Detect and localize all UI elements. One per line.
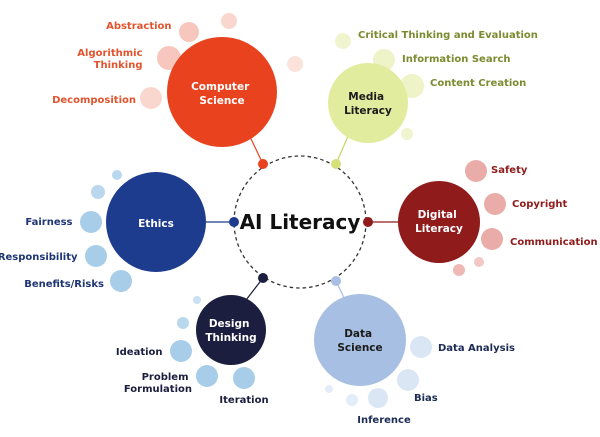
bubble-small-ds-1 [346, 394, 358, 406]
ml-title-line-2: Literacy [344, 105, 392, 117]
eth-title-line-1: Ethics [138, 218, 174, 230]
dt-title-line-1: Design [209, 318, 250, 330]
node-digital-literacy: Digital Literacy Safety Copyright Commun… [398, 160, 598, 276]
bubble-small-cs-1 [221, 13, 237, 29]
dot-data-science [331, 276, 341, 286]
bubble-small-dl-2 [474, 257, 484, 267]
eth-item-fairness: Fairness [25, 217, 72, 228]
hub-data-science [314, 294, 406, 386]
hub-ethics [106, 172, 206, 272]
dt-item-iteration: Iteration [219, 395, 268, 406]
cs-item-algorithmic-line-2: Thinking [94, 60, 143, 71]
svg-text:Inference: Inference [357, 415, 411, 426]
hub-media-literacy [328, 63, 408, 143]
bubble-small-dt-1 [177, 317, 189, 329]
bubble-data-analysis [410, 336, 432, 358]
ds-item-data-analysis: Data Analysis [438, 343, 515, 354]
svg-text:Computer Science: Computer Science [191, 81, 253, 107]
bubble-bias [397, 369, 419, 391]
dt-item-problem-line-1: Problem [142, 372, 189, 383]
node-computer-science: Computer Science Abstraction Algorithmic… [52, 13, 303, 147]
svg-text:Data Science: Data Science [337, 328, 382, 354]
bubble-fairness [80, 211, 102, 233]
bubble-decomposition [140, 87, 162, 109]
svg-text:Data Analysis Bias: Data Analysis Bias [414, 343, 518, 404]
cs-item-decomposition: Decomposition [52, 95, 136, 106]
bubble-critical-thinking [335, 33, 351, 49]
bubble-inference [368, 388, 388, 408]
bubble-small-dl-1 [453, 264, 465, 276]
dl-item-communication: Communication [510, 237, 598, 248]
bubble-responsibility [85, 245, 107, 267]
bubble-small-ds-2 [325, 385, 333, 393]
dot-design-thinking [258, 273, 268, 283]
svg-text:Digital Literacy: Digital Literacy [415, 209, 463, 235]
ds-title-line-1: Data [344, 328, 372, 340]
dot-computer-science [258, 159, 268, 169]
svg-text:Ethics: Ethics [138, 218, 174, 230]
node-media-literacy: Media Literacy Critical Thinking and Eva… [328, 30, 541, 143]
dot-digital-literacy [363, 217, 373, 227]
eth-item-benefits-risks: Benefits/Risks [24, 279, 104, 290]
ds-item-bias: Bias [414, 393, 438, 404]
eth-item-responsibility: Responsibility [0, 252, 78, 263]
node-data-science: Data Science Data Analysis Bias Inferenc… [314, 294, 518, 426]
ml-item-information-search: Information Search [402, 54, 511, 65]
cs-title-line-2: Science [199, 95, 244, 107]
dt-item-problem-line-2: Formulation [124, 384, 192, 395]
svg-text:Abstraction Algorithmic: Abstraction Algorithmic Thinking Decompo… [52, 21, 175, 106]
svg-text:Critical Thinking and Evaluati: Critical Thinking and Evaluation Informa… [358, 30, 541, 89]
bubble-small-ml-1 [401, 128, 413, 140]
dl-item-copyright: Copyright [512, 199, 568, 210]
bubble-ideation [170, 340, 192, 362]
svg-text:Ideation Problem F: Ideation Problem Formulation [116, 347, 192, 395]
bubble-small-eth-1 [112, 170, 122, 180]
bubble-small-cs-2 [287, 56, 303, 72]
svg-text:Safety Copyright C: Safety Copyright Communication [491, 165, 598, 248]
dt-item-ideation: Ideation [116, 347, 163, 358]
dot-media-literacy [331, 159, 341, 169]
hub-digital-literacy [398, 181, 480, 263]
ds-item-inference: Inference [357, 415, 411, 426]
ml-title-line-1: Media [348, 91, 384, 103]
node-design-thinking: Design Thinking Ideation Problem Formula… [116, 295, 269, 406]
ml-item-critical-thinking: Critical Thinking and Evaluation [358, 30, 538, 41]
bubble-small-dt-2 [193, 296, 201, 304]
bubble-benefits-risks [110, 270, 132, 292]
cs-item-algorithmic-line-1: Algorithmic [77, 48, 142, 59]
hub-design-thinking [196, 295, 266, 365]
bubble-problem-formulation [196, 365, 218, 387]
ds-title-line-2: Science [337, 342, 382, 354]
cs-title-line-1: Computer [191, 81, 250, 93]
center-title: AI Literacy [240, 210, 361, 234]
dl-item-safety: Safety [491, 165, 528, 176]
ml-item-content-creation: Content Creation [430, 78, 526, 89]
dl-title-line-2: Literacy [415, 223, 463, 235]
bubble-abstraction [179, 22, 199, 42]
bubble-communication [481, 228, 503, 250]
dot-ethics [229, 217, 239, 227]
dl-title-line-1: Digital [418, 209, 457, 221]
dt-title-line-2: Thinking [205, 332, 256, 344]
cs-item-abstraction: Abstraction [106, 21, 171, 32]
bubble-safety [465, 160, 487, 182]
svg-text:Iteration: Iteration [219, 395, 268, 406]
bubble-small-eth-2 [91, 185, 105, 199]
hub-computer-science [167, 37, 277, 147]
svg-text:Design Thinking: Design Thinking [205, 318, 256, 344]
node-ethics: Ethics Fairness Responsibility Benefits/… [0, 170, 206, 292]
svg-text:Fairness Responsibility: Fairness Responsibility Benefits/Risks [0, 217, 104, 290]
bubble-copyright [484, 193, 506, 215]
svg-text:Media Literacy: Media Literacy [344, 91, 392, 117]
bubble-iteration [233, 367, 255, 389]
